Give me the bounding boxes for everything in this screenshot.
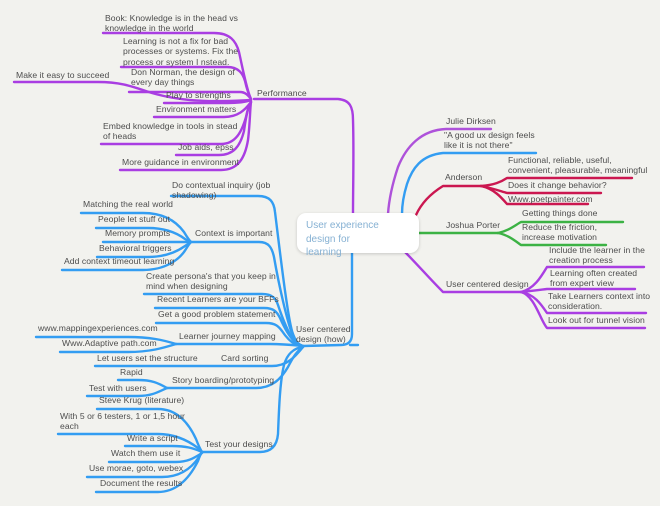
node-matching-real-world[interactable]: Matching the real world <box>83 199 173 209</box>
node-getting-things-done[interactable]: Getting things done <box>522 208 598 218</box>
node-julie-dirksen[interactable]: Julie Dirksen <box>446 116 496 126</box>
node-anderson[interactable]: Anderson <box>445 172 483 182</box>
node-contextual-inquiry[interactable]: Do contextual inquiry (job shadowing) <box>172 180 271 201</box>
node-test-with-users[interactable]: Test with users <box>89 383 147 393</box>
anderson-branch-lines <box>414 176 634 217</box>
node-don-norman[interactable]: Don Norman, the design of every day thin… <box>131 67 235 88</box>
node-joshua-porter[interactable]: Joshua Porter <box>446 220 501 230</box>
node-let-users-set-structure[interactable]: Let users set the structure <box>97 353 198 363</box>
node-environment-matters[interactable]: Environment matters <box>156 104 237 114</box>
node-test-your-designs[interactable]: Test your designs <box>205 439 273 449</box>
node-storyboarding-prototyping[interactable]: Story boarding/prototyping <box>172 375 275 385</box>
node-write-a-script[interactable]: Write a script <box>127 433 178 443</box>
node-learner-journey-mapping[interactable]: Learner journey mapping <box>179 331 276 341</box>
node-performance[interactable]: Performance <box>257 88 307 98</box>
node-mappingexperiences[interactable]: www.mappingexperiences.com <box>38 323 158 333</box>
node-behavioral-triggers[interactable]: Behavioral triggers <box>99 243 172 253</box>
node-take-learners-context[interactable]: Take Learners context into consideration… <box>548 291 651 312</box>
node-book-knowledge[interactable]: Book: Knowledge is in the head vs knowle… <box>105 13 239 34</box>
node-reduce-friction[interactable]: Reduce the friction, increase motivation <box>522 222 598 243</box>
node-adaptive-path[interactable]: Www.Adaptive path.com <box>62 338 157 348</box>
node-steve-krug[interactable]: Steve Krug (literature) <box>99 395 185 405</box>
good-ux-branch-lines <box>400 151 538 216</box>
node-create-personas[interactable]: Create persona's that you keep in mind w… <box>146 271 276 292</box>
node-card-sorting[interactable]: Card sorting <box>221 353 269 363</box>
node-include-learner[interactable]: Include the learner in the creation proc… <box>549 245 645 266</box>
node-memory-prompts[interactable]: Memory prompts <box>105 228 171 238</box>
node-more-guidance[interactable]: More guidance in environment <box>122 157 240 167</box>
node-good-ux-quote[interactable]: "A good ux design feels like it is not t… <box>444 130 535 151</box>
root-node[interactable]: User experience design for learning <box>297 213 419 258</box>
user-centered-design-branch-lines <box>402 249 648 330</box>
node-rapid[interactable]: Rapid <box>120 367 143 377</box>
node-job-aids[interactable]: Job aids, epss <box>178 142 234 152</box>
julie-dirksen-branch-lines <box>386 127 493 216</box>
node-people-let-stuff-out[interactable]: People let stuff out <box>98 214 171 224</box>
node-add-context-timeout[interactable]: Add context timeout learning <box>64 256 175 266</box>
node-does-it-change-behavior[interactable]: Does it change behavior? <box>508 180 607 190</box>
node-user-centered-design[interactable]: User centered design <box>446 279 529 289</box>
node-learning-not-a-fix[interactable]: Learning is not a fix for bad processes … <box>123 36 239 67</box>
node-learning-expert-view[interactable]: Learning often created from expert view <box>550 268 638 289</box>
node-document-the-results[interactable]: Document the results <box>100 478 183 488</box>
node-testers-hours[interactable]: With 5 or 6 testers, 1 or 1,5 hour each <box>60 411 185 432</box>
node-functional-reliable[interactable]: Functional, reliable, useful, convenient… <box>508 155 648 176</box>
node-context-is-important[interactable]: Context is important <box>195 228 273 238</box>
performance-branch-lines <box>12 31 355 216</box>
node-make-it-easy[interactable]: Make it easy to succeed <box>16 70 110 80</box>
node-problem-statement[interactable]: Get a good problem statement <box>158 309 276 319</box>
node-tunnel-vision[interactable]: Look out for tunnel vision <box>548 315 645 325</box>
node-watch-them-use-it[interactable]: Watch them use it <box>111 448 181 458</box>
node-use-morae-goto-webex[interactable]: Use morae, goto, webex <box>89 463 184 473</box>
joshua-porter-branch-lines <box>415 220 625 247</box>
node-recent-learners-bffs[interactable]: Recent Learners are your BFFs <box>157 294 279 304</box>
node-poetpainter[interactable]: Www.poetpainter.com <box>508 194 593 204</box>
user-centered-design-how-branch-lines <box>34 194 360 494</box>
node-play-to-strengths[interactable]: Play to strengths <box>166 90 231 100</box>
node-embed-knowledge[interactable]: Embed knowledge in tools in stead of hea… <box>103 121 238 142</box>
node-user-centered-design-how[interactable]: User centered design (how) <box>296 324 351 345</box>
